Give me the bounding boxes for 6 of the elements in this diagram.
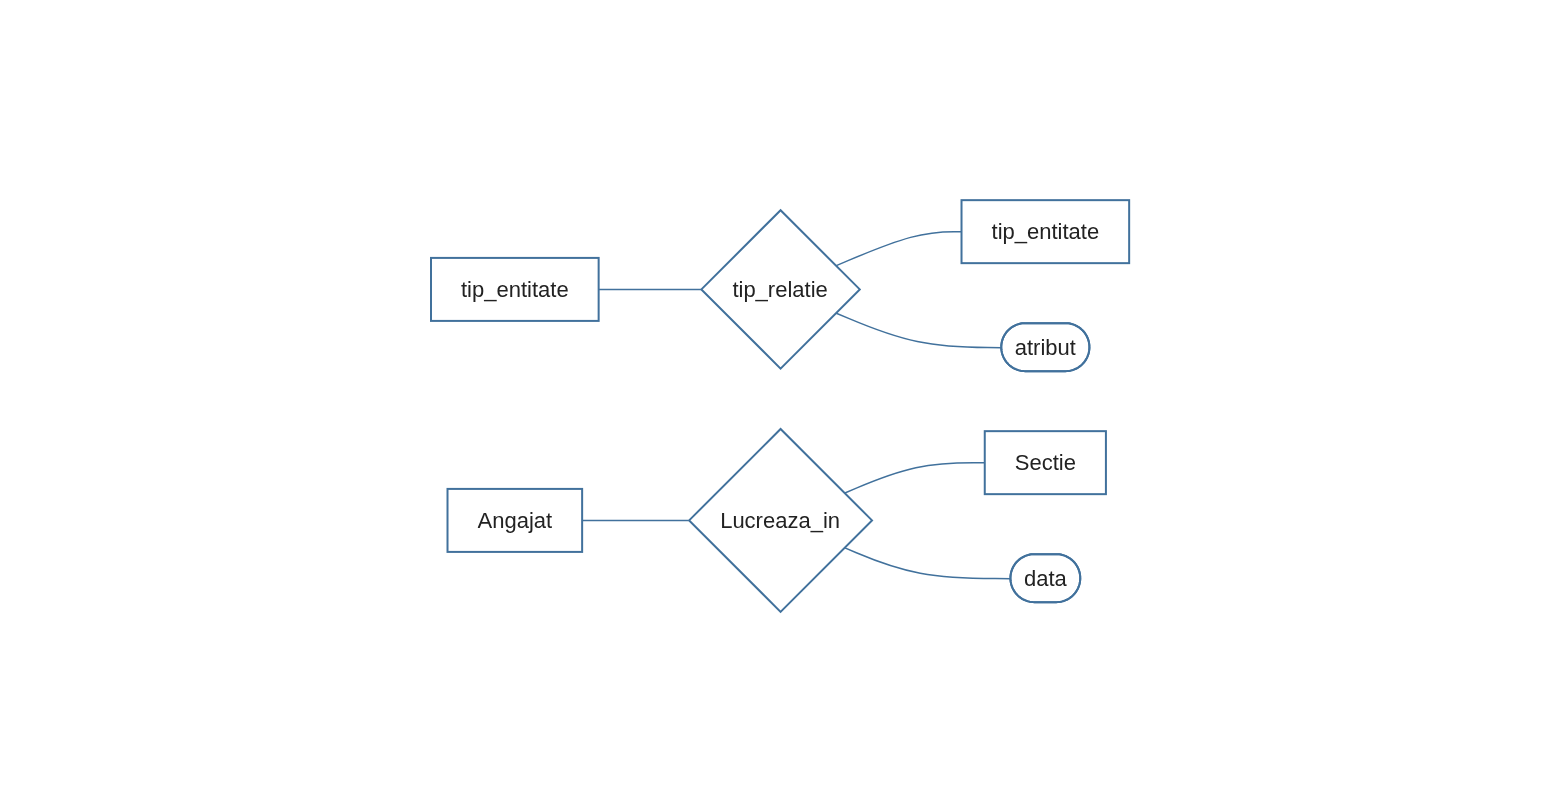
- node-box: tip_entitate: [429, 256, 600, 322]
- node-diamond: tip_relatie: [699, 208, 862, 370]
- node-box: Sectie: [983, 429, 1107, 495]
- node-diamond: Lucreaza_in: [687, 427, 874, 613]
- node-box: tip_entitate: [960, 198, 1131, 264]
- node-box: Angajat: [446, 487, 584, 553]
